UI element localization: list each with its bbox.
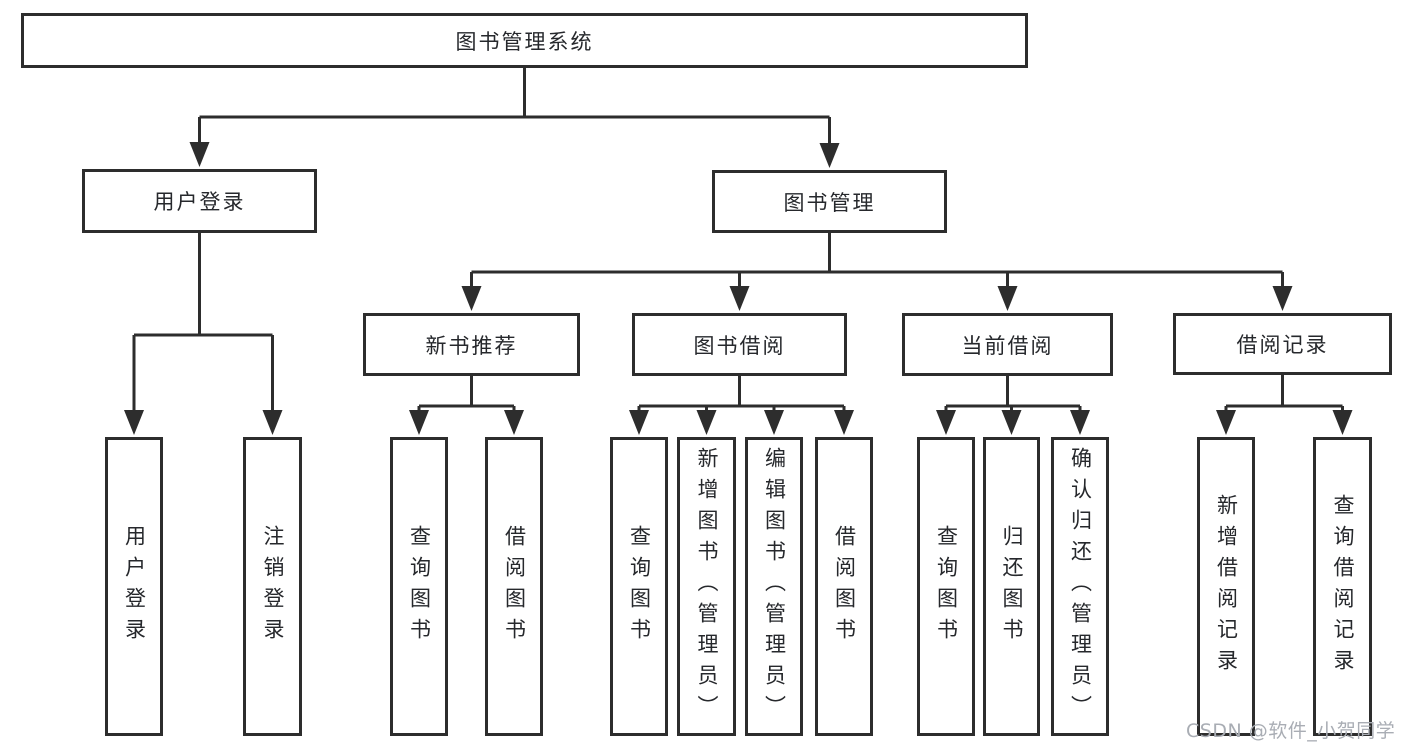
csdn-watermark: CSDN @软件_小贺同学 (1186, 720, 1396, 742)
node-borrow-records: 借阅记录 (1173, 313, 1392, 375)
leaf-borrow-edit-books-admin: 编辑图书（管理员） (745, 437, 803, 736)
leaf-records-add-record: 新增借阅记录 (1197, 437, 1255, 736)
leaf-records-query-record: 查询借阅记录 (1313, 437, 1372, 736)
arrowheads (124, 142, 1353, 435)
node-new-book-recommend: 新书推荐 (363, 313, 580, 376)
leaf-user-login: 用户登录 (105, 437, 163, 736)
leaf-borrow-query-books: 查询图书 (610, 437, 668, 736)
leaf-borrow-borrow-books: 借阅图书 (815, 437, 873, 736)
node-user-login: 用户登录 (82, 169, 317, 233)
leaf-borrow-add-books-admin: 新增图书（管理员） (677, 437, 736, 736)
leaf-logout: 注销登录 (243, 437, 302, 736)
node-root-system: 图书管理系统 (21, 13, 1028, 68)
leaf-newbook-query-books: 查询图书 (390, 437, 448, 736)
leaf-current-confirm-return-admin: 确认归还（管理员） (1051, 437, 1109, 736)
node-book-management: 图书管理 (712, 170, 947, 233)
leaf-current-return-books: 归还图书 (983, 437, 1040, 736)
node-book-borrow: 图书借阅 (632, 313, 847, 376)
leaf-current-query-books: 查询图书 (917, 437, 975, 736)
node-current-borrow: 当前借阅 (902, 313, 1113, 376)
leaf-newbook-borrow-books: 借阅图书 (485, 437, 543, 736)
